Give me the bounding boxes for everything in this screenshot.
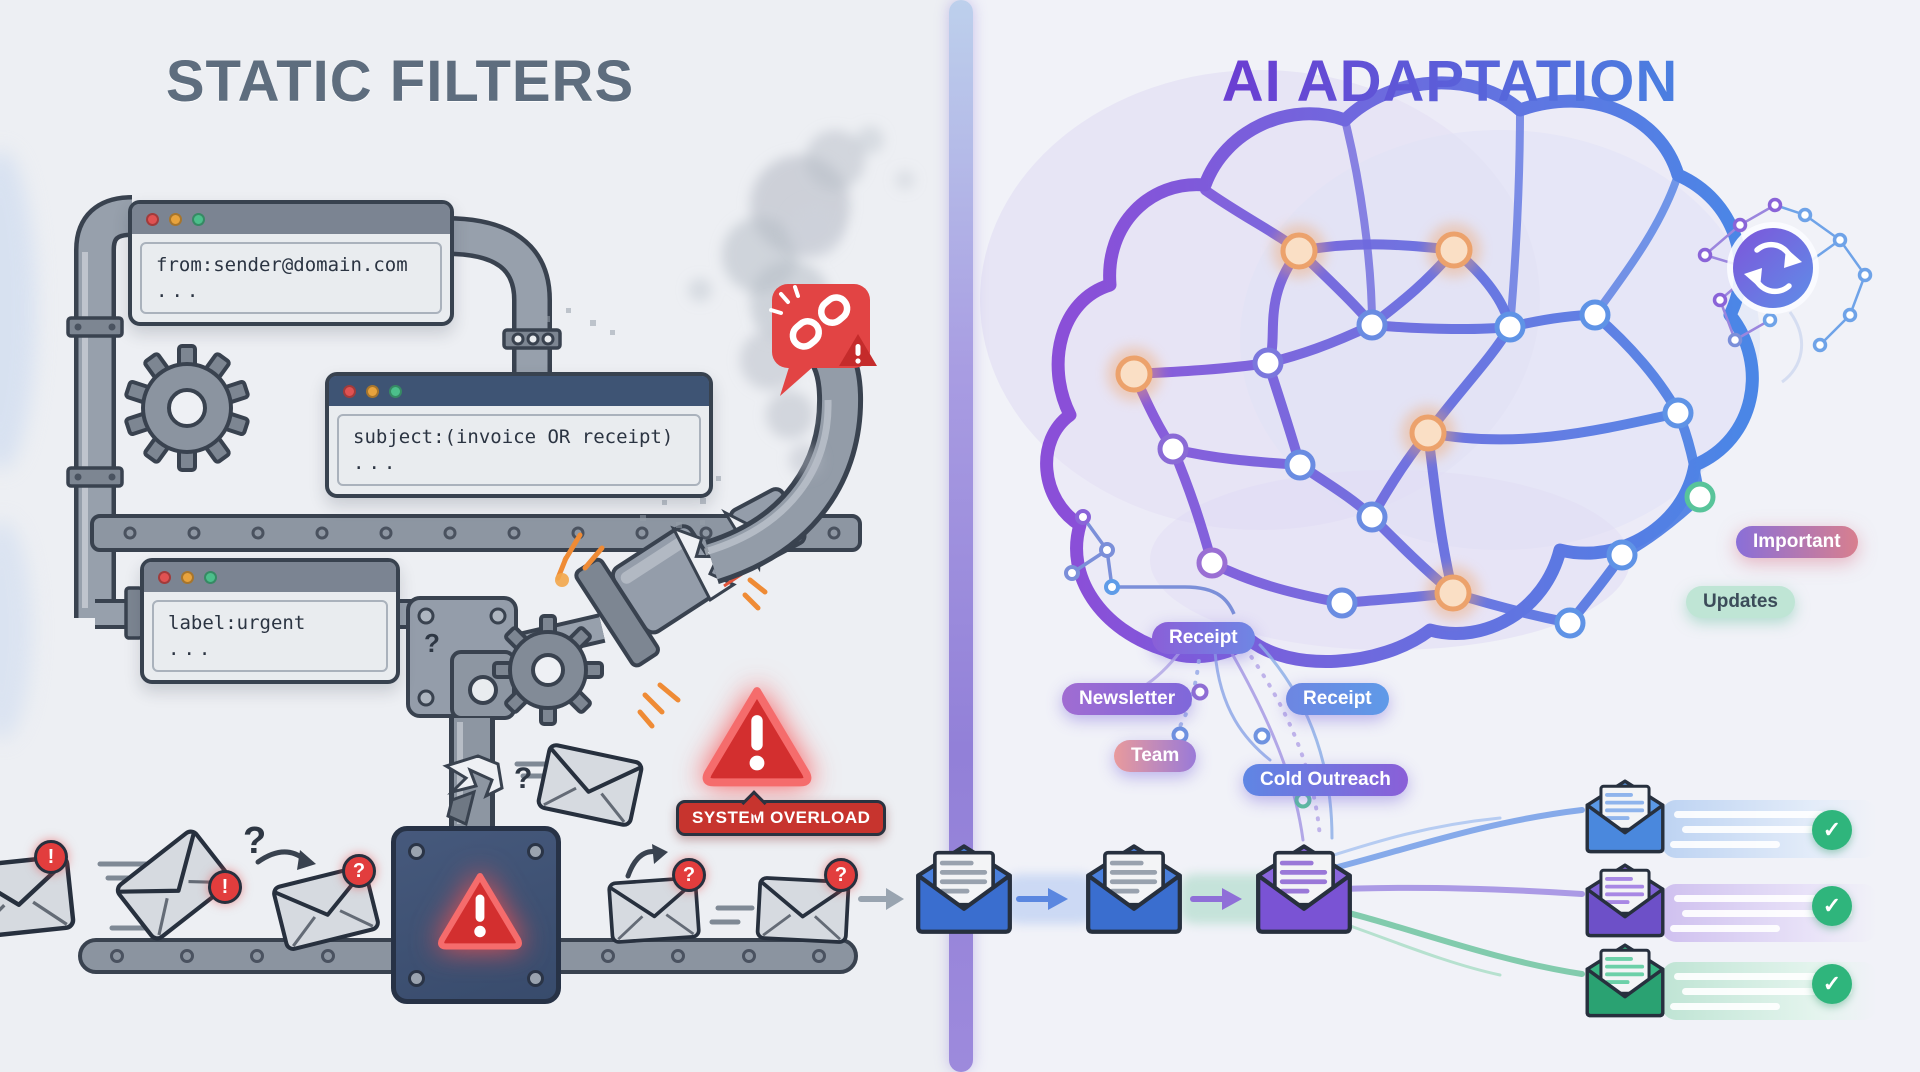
routing-pill-important: Important — [1736, 526, 1858, 558]
pipe-flange — [66, 316, 124, 338]
ai-adaptation-title: AI ADAPTATION — [1145, 48, 1755, 115]
question-mark: ? — [514, 762, 533, 795]
window-minimize-dot — [366, 384, 379, 398]
category-pill-newsletter: Newsletter — [1062, 683, 1193, 715]
question-mark: ? — [243, 820, 267, 862]
window-minimize-dot — [169, 212, 182, 226]
classified-email-envelope — [1252, 840, 1356, 936]
sorted-row-band-blue — [1662, 800, 1877, 858]
check-icon: ✓ — [1812, 886, 1852, 926]
window-close-dot — [158, 570, 171, 584]
filter-rule-text: subject:(invoice OR receipt) — [353, 426, 674, 448]
pipe-crack — [442, 754, 504, 800]
error-badge: ! — [208, 870, 242, 904]
window-minimize-dot — [181, 570, 194, 584]
brain-outline — [1040, 76, 1759, 668]
window-titlebar — [132, 204, 450, 234]
sorted-envelope-blue — [1585, 779, 1665, 854]
check-icon: ✓ — [1812, 964, 1852, 1004]
window-close-dot — [343, 384, 356, 398]
system-overload-warning-icon — [700, 682, 814, 787]
question-mark: ? — [424, 628, 440, 658]
category-pill-receipt: Receipt — [1152, 622, 1255, 654]
broken-link-alert-bubble — [769, 284, 877, 396]
window-maximize-dot — [192, 212, 205, 226]
sync-icon — [1733, 228, 1813, 308]
branch-node-icon — [1064, 509, 1236, 615]
gear-large — [124, 344, 250, 472]
flow-arrow-gray — [858, 888, 904, 910]
filter-rule-text: label:urgent — [168, 612, 306, 634]
incoming-email-envelope — [912, 840, 1016, 936]
window-titlebar — [329, 376, 709, 406]
window-titlebar — [144, 562, 396, 592]
filter-rule-ellipsis: ... — [168, 638, 215, 660]
question-badge: ? — [672, 858, 706, 892]
filter-rule-ellipsis: ... — [156, 280, 203, 302]
error-badge: ! — [34, 840, 68, 874]
question-badge: ? — [342, 854, 376, 888]
flow-arrow-blue — [1016, 888, 1068, 910]
static-filters-title: STATIC FILTERS — [165, 49, 635, 114]
filter-rule-window-label: label:urgent ... — [140, 558, 400, 684]
category-pill-cold-outreach: Cold Outreach — [1243, 764, 1408, 796]
active-brain-nodes — [1107, 223, 1481, 620]
retraining-network-icon — [1697, 197, 1873, 384]
category-pill-receipt-2: Receipt — [1286, 683, 1389, 715]
flow-arrow-purple — [1190, 888, 1242, 910]
check-icon: ✓ — [1812, 810, 1852, 850]
warning-triangle-icon — [436, 869, 524, 950]
window-maximize-dot — [204, 570, 217, 584]
window-maximize-dot — [389, 384, 402, 398]
processing-email-envelope — [1082, 840, 1186, 936]
routing-pill-updates: Updates — [1686, 586, 1795, 618]
filter-rule-text: from:sender@domain.com — [156, 254, 408, 276]
overloaded-machine-box — [391, 826, 561, 1004]
sorted-envelope-green — [1585, 943, 1665, 1018]
pipe-flange — [66, 466, 124, 488]
gear-medium — [492, 614, 604, 726]
filter-rule-ellipsis: ... — [353, 452, 400, 474]
brain-nodes — [1157, 299, 1716, 639]
category-pill-team: Team — [1114, 740, 1197, 772]
filter-rule-window-from: from:sender@domain.com ... — [128, 200, 454, 326]
broken-chain-icon — [789, 294, 851, 350]
broken-pipe-segment — [574, 524, 737, 668]
sorted-envelope-purple — [1585, 863, 1665, 938]
filter-rule-window-subject: subject:(invoice OR receipt) ... — [325, 372, 713, 498]
question-badge: ? — [824, 858, 858, 892]
system-overload-badge: SYSTEM OVERLOAD — [676, 800, 887, 836]
window-close-dot — [146, 212, 159, 226]
